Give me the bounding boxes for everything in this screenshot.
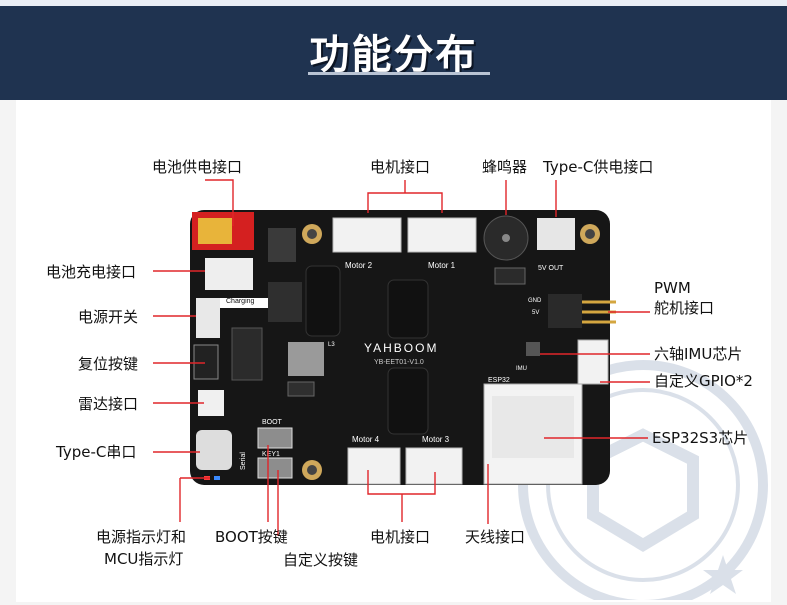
label-buzzer: 蜂鸣器 (482, 158, 528, 176)
typec-serial-port (196, 430, 232, 470)
label-boot-key: BOOT按键 (215, 528, 288, 546)
label-led-line2: MCU指示灯 (104, 550, 184, 568)
typec-power-port (537, 218, 575, 250)
label-battery-power: 电池供电接口 (152, 158, 243, 176)
header-banner (0, 0, 787, 100)
capacitor-2 (387, 279, 429, 339)
silk-esp32: ESP32 (488, 377, 510, 384)
label-typec-serial: Type-C串口 (56, 443, 137, 461)
silk-key1: KEY1 (262, 451, 280, 458)
label-custom-gpio: 自定义GPIO*2 (654, 372, 753, 390)
silk-5v: 5V (532, 310, 539, 316)
label-imu: 六轴IMU芯片 (654, 345, 743, 363)
silk-motor2: Motor 2 (345, 261, 373, 270)
header-top-stripe (0, 0, 787, 6)
imu-chip (526, 342, 540, 356)
motor3-port (405, 447, 463, 485)
silk-motor1: Motor 1 (428, 261, 456, 270)
capacitor-1 (305, 265, 341, 337)
reset-button (193, 344, 219, 380)
silk-imu: IMU (516, 366, 527, 372)
board-model: YB-EET01-V1.0 (374, 359, 424, 366)
label-antenna: 天线接口 (465, 528, 526, 546)
battery-charge-connector (205, 258, 253, 290)
label-battery-charge: 电池充电接口 (46, 263, 137, 281)
capacitor-3 (387, 367, 429, 435)
silk-charging: Charging (226, 298, 255, 305)
label-led-line1: 电源指示灯和 (96, 528, 187, 546)
page-title: 功能分布 (309, 32, 478, 78)
silk-boot: BOOT (262, 419, 283, 426)
motor1-port (407, 217, 477, 253)
key1-button (257, 457, 293, 479)
label-reset: 复位按键 (78, 355, 139, 373)
label-pwm-line1: PWM (654, 279, 691, 297)
label-typec-power: Type-C供电接口 (543, 158, 654, 176)
label-radar: 雷达接口 (78, 395, 139, 413)
title-underline (308, 72, 490, 75)
silk-motor4: Motor 4 (352, 435, 380, 444)
silk-gnd: GND (528, 298, 542, 304)
label-custom-key: 自定义按键 (283, 551, 359, 569)
silk-serial: Serial (240, 452, 247, 470)
leader-lines (153, 179, 650, 536)
silk-l3: L3 (328, 342, 335, 348)
silk-5v-out: 5V OUT (538, 265, 564, 272)
label-motor-top: 电机接口 (370, 158, 431, 176)
motor2-port (332, 217, 402, 253)
label-pwm-line2: 舵机接口 (654, 299, 715, 317)
pwm-header (548, 294, 582, 328)
motor4-port (347, 447, 401, 485)
boot-button (257, 427, 293, 449)
silk-motor3: Motor 3 (422, 435, 450, 444)
inductor (288, 342, 324, 376)
board-brand: YAHBOOM (364, 341, 438, 355)
gpio-connector (577, 339, 609, 385)
power-switch (196, 298, 220, 338)
mcu-led (214, 476, 220, 480)
label-esp32s3: ESP32S3芯片 (652, 429, 749, 447)
label-power-switch: 电源开关 (78, 308, 139, 326)
label-motor-bottom: 电机接口 (370, 528, 431, 546)
